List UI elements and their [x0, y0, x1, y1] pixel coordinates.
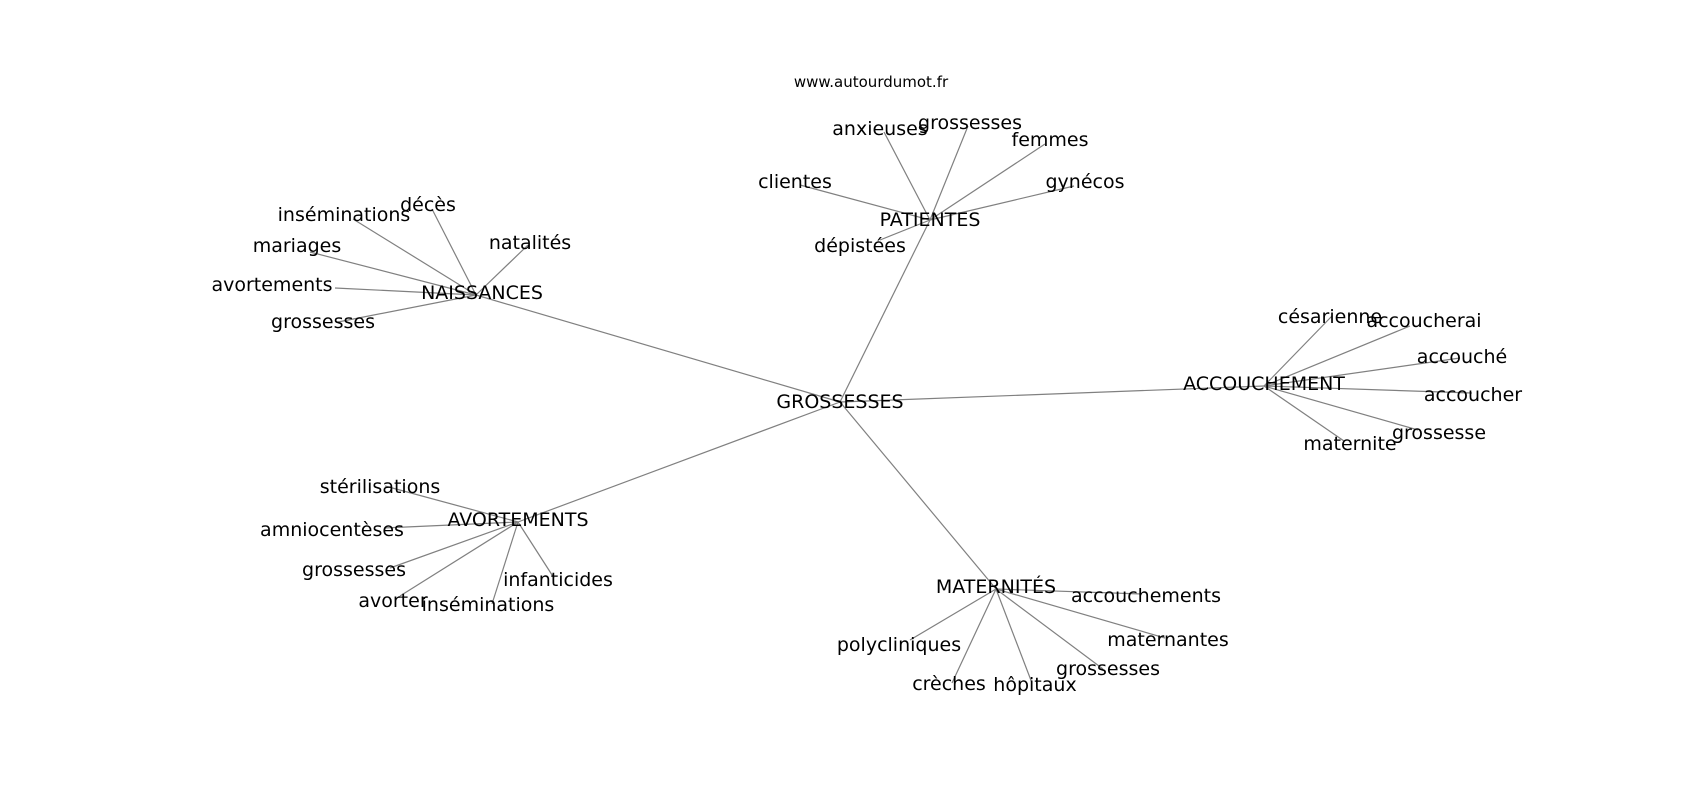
leaf-node-label-accouchement-2[interactable]: accouché — [1417, 346, 1507, 368]
edge-avortements-leaf-3 — [399, 521, 519, 597]
edge-patientes-leaf-2 — [929, 143, 1046, 221]
edge-patientes-leaf-3 — [929, 185, 1075, 221]
edge-accouchement-leaf-4 — [1263, 385, 1419, 431]
leaf-node-label-naissances-2[interactable]: natalités — [489, 232, 571, 254]
edge-root-naissances — [475, 294, 841, 403]
edge-naissances-leaf-0 — [352, 218, 477, 296]
edge-naissances-leaf-4 — [334, 287, 477, 296]
leaf-node-label-maternites-3[interactable]: hôpitaux — [993, 674, 1076, 696]
leaf-node-label-patientes-5[interactable]: dépistées — [814, 235, 906, 257]
leaf-node-label-accouchement-3[interactable]: accoucher — [1424, 384, 1522, 406]
leaf-node-label-avortements-1[interactable]: amniocentèses — [260, 519, 404, 541]
leaf-node-label-patientes-3[interactable]: gynécos — [1045, 171, 1124, 193]
edge-maternites-leaf-0 — [995, 588, 1143, 595]
leaf-node-label-avortements-4[interactable]: inséminations — [422, 594, 555, 616]
leaf-node-label-patientes-4[interactable]: clientes — [758, 171, 832, 193]
edge-avortements-leaf-5 — [517, 521, 555, 579]
leaf-node-label-patientes-2[interactable]: femmes — [1012, 129, 1089, 151]
edge-maternites-leaf-1 — [995, 588, 1166, 639]
edge-root-avortements — [517, 401, 841, 523]
edge-accouchement-leaf-3 — [1263, 385, 1473, 394]
source-watermark: www.autourdumot.fr — [794, 73, 949, 91]
edge-avortements-leaf-2 — [389, 521, 519, 569]
edge-accouchement-leaf-1 — [1263, 325, 1411, 387]
hub-node-label-patientes[interactable]: PATIENTES — [880, 209, 981, 231]
edge-maternites-leaf-5 — [909, 588, 997, 641]
edge-avortements-leaf-4 — [491, 521, 519, 605]
edge-patientes-leaf-0 — [883, 131, 931, 221]
edge-patientes-leaf-4 — [799, 184, 931, 221]
root-node-label[interactable]: GROSSESSES — [776, 391, 903, 413]
labels-layer: GROSSESSESPATIENTESanxieusesgrossessesfe… — [211, 112, 1522, 696]
leaf-node-label-maternites-1[interactable]: maternantes — [1107, 629, 1229, 651]
leaf-node-label-accouchement-5[interactable]: maternite — [1303, 433, 1396, 455]
leaf-node-label-accouchement-4[interactable]: grossesse — [1392, 422, 1486, 444]
edge-avortements-leaf-0 — [384, 485, 519, 523]
leaf-node-label-maternites-4[interactable]: crèches — [912, 673, 986, 695]
edge-accouchement-leaf-0 — [1263, 315, 1333, 387]
edge-accouchement-leaf-5 — [1263, 385, 1345, 442]
edge-accouchement-leaf-2 — [1263, 357, 1461, 387]
leaf-node-label-avortements-2[interactable]: grossesses — [302, 559, 406, 581]
hub-node-label-avortements[interactable]: AVORTEMENTS — [447, 509, 588, 531]
edge-naissances-leaf-5 — [337, 294, 477, 323]
edges-layer — [309, 125, 1473, 684]
edge-naissances-leaf-2 — [475, 244, 529, 296]
edge-avortements-leaf-1 — [383, 521, 519, 529]
leaf-node-label-avortements-5[interactable]: infanticides — [503, 569, 613, 591]
edge-root-maternites — [839, 401, 997, 590]
edge-root-accouchement — [839, 385, 1265, 403]
leaf-node-label-maternites-5[interactable]: polycliniques — [837, 634, 961, 656]
hub-node-label-naissances[interactable]: NAISSANCES — [421, 282, 543, 304]
leaf-node-label-patientes-1[interactable]: grossesses — [918, 112, 1022, 134]
leaf-node-label-patientes-0[interactable]: anxieuses — [832, 118, 927, 140]
leaf-node-label-maternites-0[interactable]: accouchements — [1071, 585, 1221, 607]
edge-maternites-leaf-2 — [995, 588, 1104, 670]
leaf-node-label-naissances-1[interactable]: décès — [400, 194, 456, 216]
leaf-node-label-naissances-4[interactable]: avortements — [211, 274, 332, 296]
leaf-node-label-accouchement-0[interactable]: césarienne — [1278, 306, 1382, 328]
edge-patientes-leaf-5 — [879, 219, 931, 241]
edge-naissances-leaf-1 — [431, 208, 477, 296]
edge-root-patientes — [839, 219, 931, 403]
leaf-node-label-avortements-0[interactable]: stérilisations — [320, 476, 441, 498]
leaf-node-label-avortements-3[interactable]: avorter — [358, 590, 427, 612]
leaf-node-label-maternites-2[interactable]: grossesses — [1056, 658, 1160, 680]
leaf-node-label-naissances-0[interactable]: inséminations — [278, 204, 411, 226]
hub-node-label-maternites[interactable]: MATERNITÉS — [936, 575, 1056, 598]
edge-naissances-leaf-3 — [309, 251, 477, 296]
leaf-node-label-naissances-5[interactable]: grossesses — [271, 311, 375, 333]
leaf-node-label-accouchement-1[interactable]: accoucherai — [1366, 310, 1481, 332]
edge-maternites-leaf-4 — [951, 588, 997, 684]
edge-maternites-leaf-3 — [995, 588, 1033, 684]
leaf-node-label-naissances-3[interactable]: mariages — [253, 235, 342, 257]
edge-patientes-leaf-1 — [929, 125, 969, 221]
hub-node-label-accouchement[interactable]: ACCOUCHEMENT — [1183, 373, 1345, 395]
